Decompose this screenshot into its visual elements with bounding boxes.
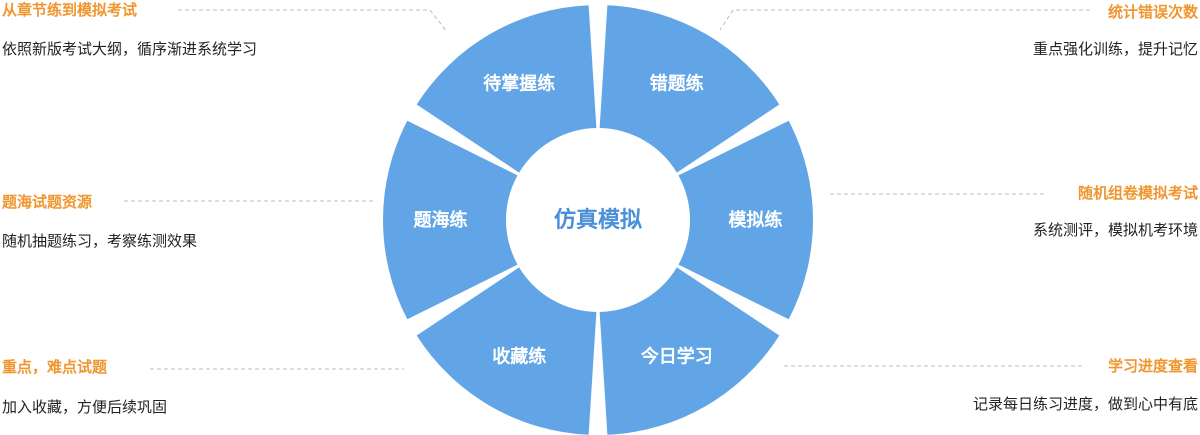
note-title: 随机组卷模拟考试	[1077, 184, 1198, 202]
note-bottom-left: 重点，难点试题 加入收藏，方便后续巩固	[2, 358, 167, 416]
note-bottom-right: 学习进度查看 记录每日练习进度，做到心中有底	[973, 357, 1198, 413]
center-label: 仿真模拟	[554, 207, 642, 233]
segment-6	[382, 120, 518, 320]
note-middle-left: 题海试题资源 随机抽题练习，考察练测效果	[2, 193, 197, 250]
note-top-right: 统计错误次数 重点强化训练，提升记忆	[1033, 3, 1198, 58]
note-desc: 依照新版考试大纲，循序渐进系统学习	[2, 40, 258, 58]
connector-top-left	[178, 9, 448, 33]
note-top-left: 从章节练到模拟考试 依照新版考试大纲，循序渐进系统学习	[2, 1, 257, 58]
segment-2	[599, 5, 780, 173]
segment-4	[599, 267, 780, 435]
note-title: 统计错误次数	[1107, 3, 1198, 21]
segment-label: 错题练	[650, 73, 704, 95]
segment-label: 今日学习	[641, 345, 713, 367]
segment-1	[416, 5, 597, 173]
segment-label: 模拟练	[729, 209, 783, 231]
note-title: 学习进度查看	[1107, 357, 1198, 375]
segment-label: 收藏练	[492, 345, 546, 367]
note-desc: 记录每日练习进度，做到心中有底	[972, 395, 1198, 413]
connector-lines	[124, 9, 1090, 370]
segment-label: 待掌握练	[483, 73, 555, 95]
note-title: 题海试题资源	[2, 193, 93, 211]
connector-top-right	[719, 9, 1090, 31]
segment-5	[416, 267, 597, 435]
note-middle-right: 随机组卷模拟考试 系统测评，模拟机考环境	[1033, 184, 1198, 239]
note-desc: 随机抽题练习，考察练测效果	[2, 232, 198, 250]
note-desc: 重点强化训练，提升记忆	[1032, 40, 1198, 58]
note-desc: 系统测评，模拟机考环境	[1032, 221, 1198, 239]
note-desc: 加入收藏，方便后续巩固	[2, 398, 168, 416]
segment-label: 题海练	[414, 209, 468, 231]
segment-3	[678, 120, 813, 320]
note-title: 重点，难点试题	[2, 358, 108, 376]
note-title: 从章节练到模拟考试	[2, 1, 138, 19]
